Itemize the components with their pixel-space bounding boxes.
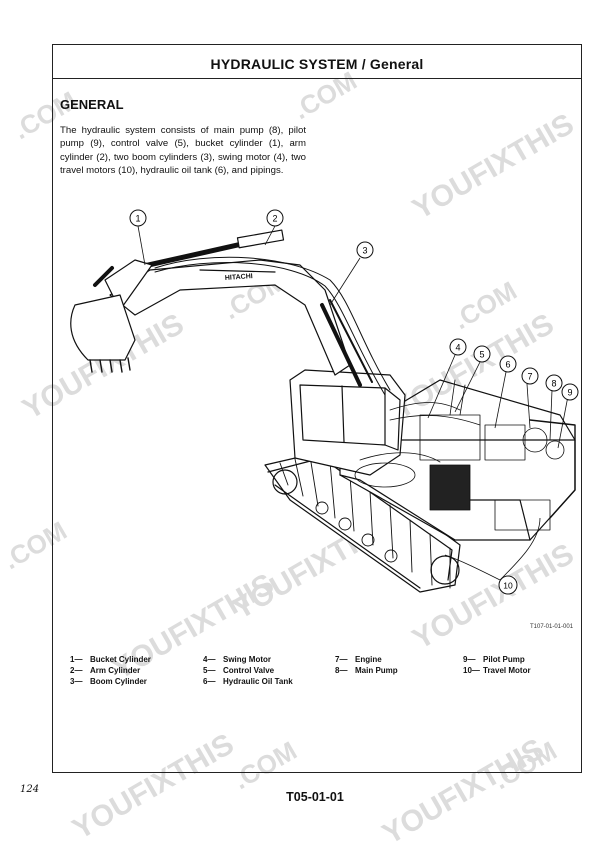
svg-text:4: 4 [455,343,460,353]
title-divider [52,78,582,79]
callout-9: 9 [561,383,579,401]
legend-item: 8—Main Pump [335,666,398,675]
callout-2: 2 [266,209,284,227]
callout-6: 6 [499,355,517,373]
callout-3: 3 [356,241,374,259]
callout-4: 4 [449,338,467,356]
figure-code: T107-01-01-001 [530,624,574,630]
intro-paragraph: The hydraulic system consists of main pu… [60,125,306,176]
svg-text:5: 5 [479,350,484,360]
counterweight [529,419,576,519]
page-number: T05-01-01 [286,790,344,804]
parts-legend: 1—Bucket Cylinder 2—Arm Cylinder 3—Boom … [70,655,570,695]
section-heading: GENERAL [60,97,124,112]
callout-7: 7 [521,367,539,385]
legend-item: 4—Swing Motor [203,655,271,664]
hydraulic-hoses [154,256,391,396]
boom-cylinder [320,299,373,387]
legend-item: 6—Hydraulic Oil Tank [203,677,293,686]
svg-text:2: 2 [272,214,277,224]
svg-text:3: 3 [362,246,367,256]
legend-item: 1—Bucket Cylinder [70,655,151,664]
svg-text:7: 7 [527,372,532,382]
arm-cylinder [132,229,285,271]
legend-item: 7—Engine [335,655,382,664]
callout-1: 1 [129,209,147,227]
page-frame [52,44,582,773]
svg-text:6: 6 [505,360,510,370]
callout-10: 10 [498,575,518,595]
legend-item: 10—Travel Motor [463,666,531,675]
boom-brand-text: HITACHI [225,273,253,282]
boom [109,259,351,376]
page-title: HYDRAULIC SYSTEM / General [210,56,424,72]
legend-item: 9—Pilot Pump [463,655,525,664]
callout-5: 5 [473,345,491,363]
svg-text:1: 1 [135,214,140,224]
excavator-diagram: HITACHI 1 2 3 4 5 6 7 8 9 [70,209,579,595]
legend-item: 3—Boom Cylinder [70,677,147,686]
legend-item: 5—Control Valve [203,666,275,675]
bucket [70,294,136,373]
operator-cab [289,369,406,476]
callouts: 1 2 3 4 5 6 7 8 9 10 [129,209,579,595]
callout-8: 8 [545,374,563,392]
handwritten-note: 124 [20,784,40,795]
legend-item: 2—Arm Cylinder [70,666,141,675]
engine-compartment [354,379,565,531]
svg-text:8: 8 [551,379,556,389]
svg-text:10: 10 [503,581,513,591]
svg-text:9: 9 [567,388,572,398]
